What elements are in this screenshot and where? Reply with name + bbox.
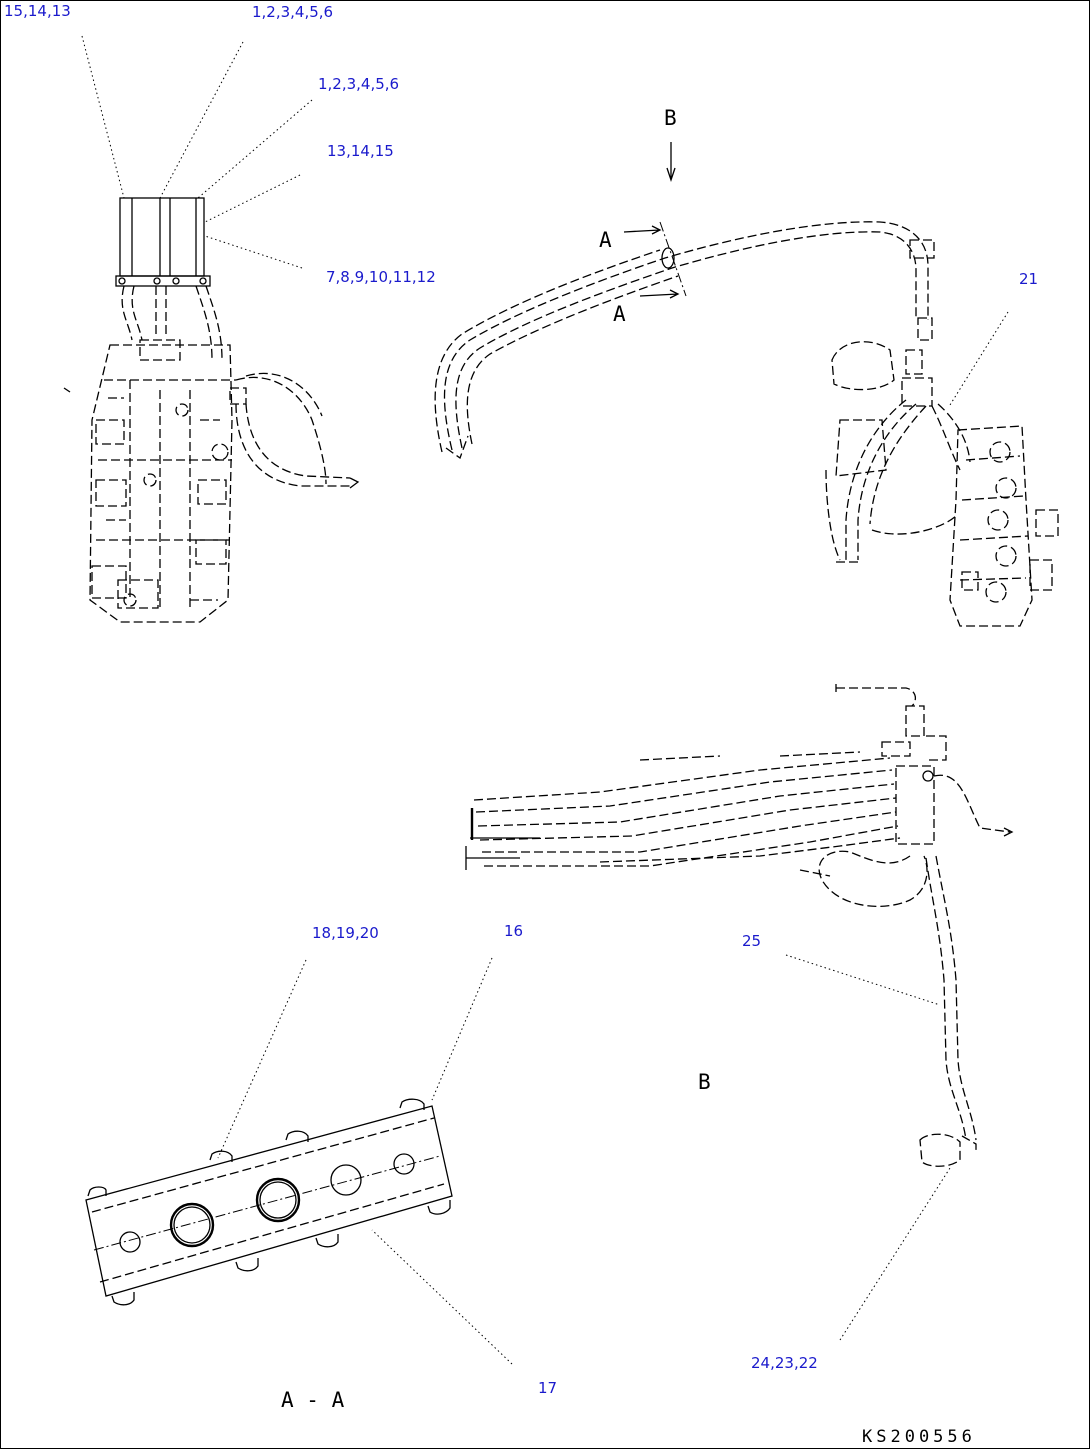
callout-15-14-13-top[interactable]: 15,14,13 <box>4 2 71 20</box>
callout-1-6-lower[interactable]: 1,2,3,4,5,6 <box>318 75 400 93</box>
callout-24-23-22[interactable]: 24,23,22 <box>751 1354 818 1372</box>
callout-25[interactable]: 25 <box>742 932 762 950</box>
section-a-top-label: A <box>599 228 612 252</box>
callout-1-6-top[interactable]: 1,2,3,4,5,6 <box>252 3 334 21</box>
drawing-id: KS200556 <box>862 1427 976 1447</box>
callout-16[interactable]: 16 <box>504 922 524 940</box>
callout-17[interactable]: 17 <box>538 1379 558 1397</box>
view-b-arrow-label: B <box>664 106 677 130</box>
callout-18-19-20[interactable]: 18,19,20 <box>312 924 379 942</box>
section-a-a-title: A - A <box>281 1388 345 1412</box>
view-b <box>465 684 1014 1167</box>
section-a-bottom-label: A <box>613 302 626 326</box>
control-valve-front-view <box>63 197 360 623</box>
leader-lines <box>81 35 1009 1365</box>
section-a-a <box>85 1098 453 1306</box>
hose-routing-side-view <box>434 142 1059 627</box>
callout-13-14-15[interactable]: 13,14,15 <box>327 142 394 160</box>
callout-7-12[interactable]: 7,8,9,10,11,12 <box>326 268 436 286</box>
callout-21[interactable]: 21 <box>1019 270 1039 288</box>
view-b-title: B <box>698 1070 711 1094</box>
